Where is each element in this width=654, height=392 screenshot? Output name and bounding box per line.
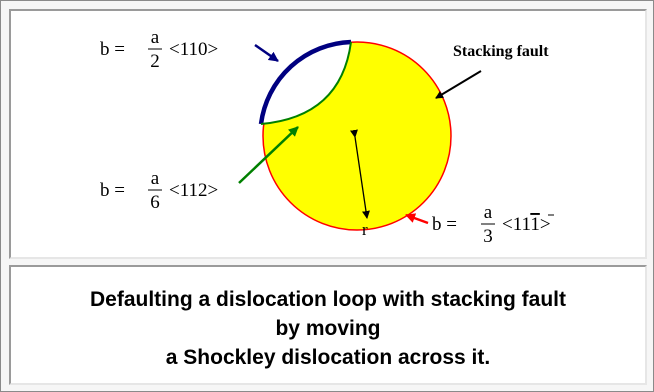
burgers-vector-top: b = a 2 <110>: [100, 27, 218, 72]
radius-label: r: [362, 220, 368, 239]
burgers-mid-direction: <112>: [169, 180, 218, 201]
arrow-to-stacking-fault: [435, 70, 482, 99]
burgers-vector-bottom: b = a 3 <111>: [432, 202, 554, 247]
overbar-digit: 1: [530, 214, 540, 235]
arrow-to-loop-outline: [405, 213, 429, 225]
arrow-to-perfect-dislocation: [254, 43, 279, 63]
unfaulted-region: [261, 42, 351, 124]
burgers-mid-numerator: a: [151, 168, 160, 189]
dislocation-loop-diagram: r b = a 2 <110> b = a 6 <112> b = a: [100, 27, 554, 247]
burgers-top-numerator: a: [151, 27, 160, 48]
stacking-fault-label: Stacking fault: [453, 43, 549, 60]
diagram-panel: r b = a 2 <110> b = a 6 <112> b = a: [9, 9, 647, 259]
arrow-to-shockley-partial: [238, 126, 299, 184]
burgers-bottom-numerator: a: [484, 202, 493, 223]
caption-line-3: a Shockley dislocation across it.: [165, 346, 491, 369]
burgers-mid-denominator: 6: [150, 192, 160, 213]
caption-panel: Defaulting a dislocation loop with stack…: [9, 265, 647, 385]
radius-line: [350, 129, 370, 219]
burgers-top-prefix: b =: [100, 39, 130, 60]
burgers-top-denominator: 2: [150, 51, 160, 72]
burgers-mid-prefix: b =: [100, 180, 130, 201]
burgers-vector-middle: b = a 6 <112>: [100, 168, 218, 213]
caption-line-1: Defaulting a dislocation loop with stack…: [89, 288, 567, 311]
figure-caption: Defaulting a dislocation loop with stack…: [11, 285, 645, 372]
shockley-partial-curve: [260, 41, 352, 125]
burgers-bottom-direction: <111>: [502, 214, 551, 235]
burgers-top-direction: <110>: [169, 39, 218, 60]
burgers-bottom-prefix: b =: [432, 214, 462, 235]
burgers-bottom-denominator: 3: [483, 226, 493, 247]
caption-line-2: by moving: [275, 317, 381, 340]
perfect-dislocation-arc: [258, 39, 352, 125]
